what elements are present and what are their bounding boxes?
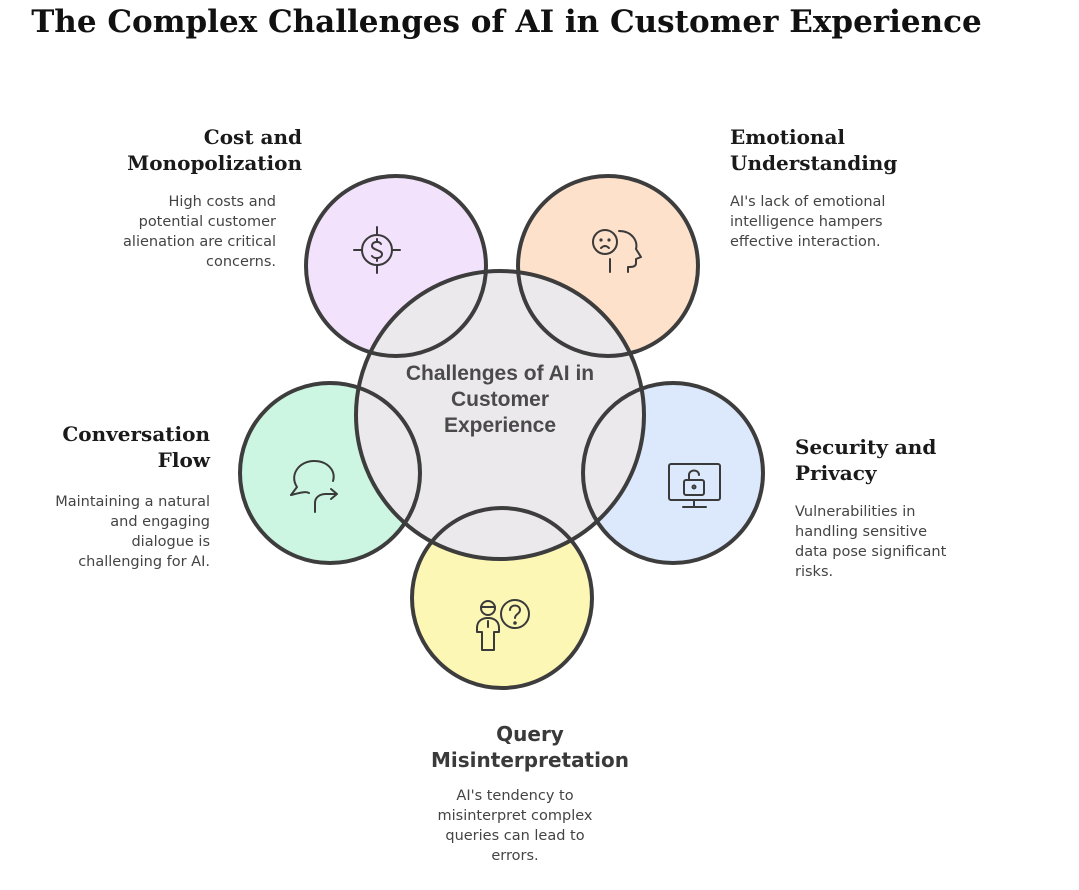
dollar-target-icon xyxy=(353,226,401,274)
item-title-conversation: Conversation Flow xyxy=(62,422,210,472)
item-title-emotional: Emotional Understanding xyxy=(730,125,898,175)
unlocked-monitor-icon xyxy=(668,463,721,508)
person-question-icon xyxy=(476,599,530,651)
item-description-conversation: Maintaining a natural and engaging dialo… xyxy=(55,494,210,570)
circle-conversation-outline xyxy=(238,381,422,565)
circle-cost-outline xyxy=(304,174,488,358)
circle-center-fill xyxy=(356,271,644,559)
item-description-emotional: AI's lack of emotional intelligence hamp… xyxy=(730,194,886,250)
circle-security-outline xyxy=(581,381,765,565)
item-title-query: Query Misinterpretation xyxy=(431,722,629,772)
item-description-security: Vulnerabilities in handling sensitive da… xyxy=(795,504,947,580)
circle-emotional-outline xyxy=(516,174,700,358)
item-description-cost: High costs and potential customer aliena… xyxy=(123,194,276,270)
circle-center-outline xyxy=(354,269,646,561)
item-title-security: Security and Privacy xyxy=(795,435,937,485)
chat-bubble-arrow-icon xyxy=(290,460,338,513)
item-title-cost: Cost and Monopolization xyxy=(127,125,302,175)
sad-face-head-icon xyxy=(592,229,642,273)
item-description-query: AI's tendency to misinterpret complex qu… xyxy=(437,788,593,864)
circle-query-outline xyxy=(410,506,594,690)
center-label: Challenges of AI in Customer Experience xyxy=(405,362,595,437)
diagram-title: The Complex Challenges of AI in Customer… xyxy=(31,4,982,40)
